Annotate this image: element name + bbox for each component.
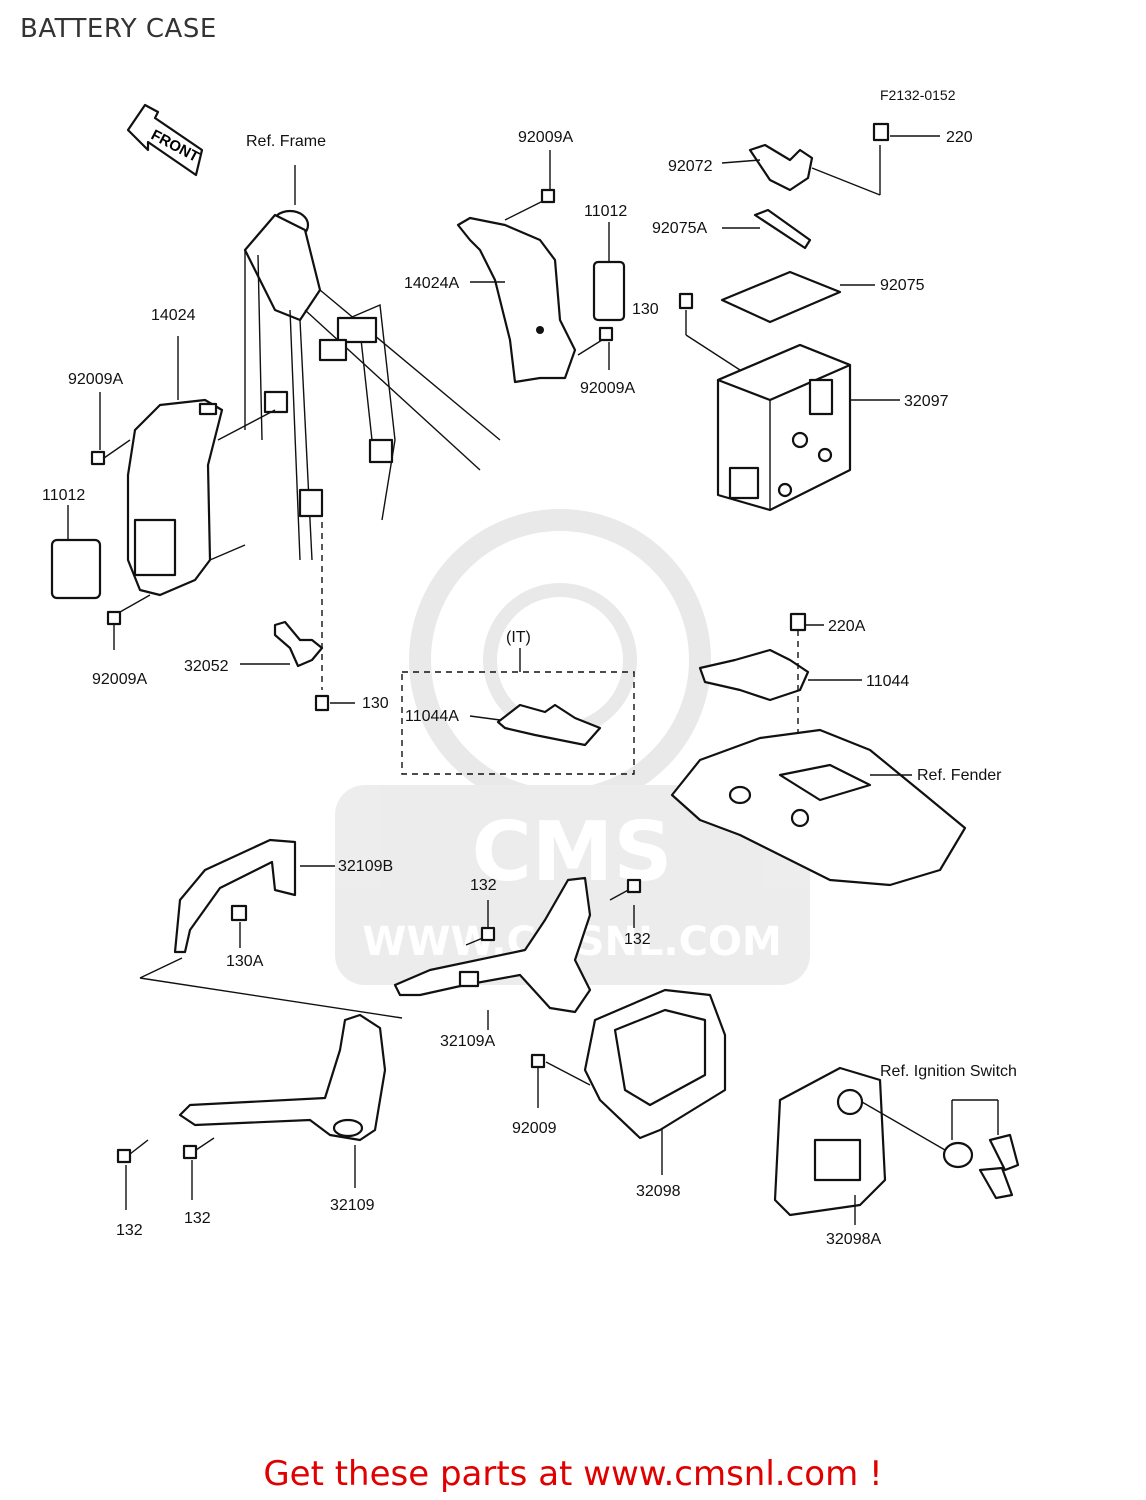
part-92072 (721, 143, 881, 196)
label-220a: 220A (828, 618, 866, 635)
label-11044: 11044 (866, 673, 909, 690)
part-92075 (720, 270, 875, 324)
label-132-d: 132 (184, 1210, 211, 1227)
label-32052: 32052 (184, 658, 229, 675)
bolt-92009a-left (90, 392, 131, 466)
part-32052 (240, 500, 324, 690)
label-92009a-mid: 92009A (580, 380, 635, 397)
bolt-220a (789, 612, 824, 632)
bolt-92009a-top (540, 150, 556, 204)
part-32098 (583, 988, 727, 1175)
frame-part (243, 165, 501, 561)
bolt-92009 (530, 1053, 591, 1108)
label-132-a: 132 (470, 877, 497, 894)
label-11012-left: 11012 (42, 487, 85, 504)
ignition-switch-part (942, 1099, 1020, 1200)
bolt-92009a-mid (598, 326, 614, 370)
it-group-label: (IT) (506, 629, 531, 646)
label-32098a: 32098A (826, 1231, 881, 1248)
bolt-132-c (116, 1139, 149, 1210)
label-ref-fender: Ref. Fender (917, 767, 1002, 784)
label-92009a-top: 92009A (518, 129, 573, 146)
bolt-130a (230, 904, 248, 948)
it-group-box (401, 671, 635, 775)
label-92075: 92075 (880, 277, 925, 294)
front-arrow-icon: FRONT (126, 103, 204, 177)
part-32098a (773, 1066, 946, 1225)
label-92075a: 92075A (652, 220, 707, 237)
label-11012-top: 11012 (584, 203, 627, 220)
label-92072: 92072 (668, 158, 713, 175)
footer-link[interactable]: Get these parts at www.cmsnl.com ! (263, 1454, 883, 1494)
bolt-130-top (678, 292, 741, 371)
bolt-130-mid (314, 694, 355, 712)
label-132-b: 132 (624, 931, 651, 948)
part-11044 (698, 630, 862, 740)
label-130-top: 130 (632, 301, 659, 318)
label-14024: 14024 (151, 307, 196, 324)
label-132-c: 132 (116, 1222, 143, 1239)
part-11012-left (50, 538, 102, 600)
part-32109 (178, 1013, 387, 1188)
label-32097: 32097 (904, 393, 949, 410)
bolt-132-a (465, 900, 496, 946)
part-32109b (173, 838, 335, 954)
part-92075a (722, 208, 812, 250)
label-220: 220 (946, 129, 973, 146)
bolt-92009a-bottom (106, 594, 151, 650)
label-32109a: 32109A (440, 1033, 495, 1050)
label-32109b: 32109B (338, 858, 393, 875)
bolt-220 (872, 122, 940, 142)
part-32109a (393, 876, 592, 1030)
label-130a: 130A (226, 953, 264, 970)
label-32109: 32109 (330, 1197, 375, 1214)
drawing-code: F2132-0152 (880, 87, 956, 103)
label-130-mid: 130 (362, 695, 389, 712)
part-14024 (126, 336, 276, 597)
bolt-132-b (609, 878, 642, 928)
label-92009a-left: 92009A (68, 371, 123, 388)
label-11044a: 11044A (405, 708, 459, 725)
label-ref-ignition-switch: Ref. Ignition Switch (880, 1063, 1017, 1080)
label-14024a: 14024A (404, 275, 459, 292)
part-14024a (456, 199, 603, 384)
part-11044a (469, 703, 602, 747)
page-title: BATTERY CASE (20, 14, 217, 44)
label-92009a-bottom: 92009A (92, 671, 147, 688)
label-ref-frame: Ref. Frame (246, 133, 326, 150)
fender-part (670, 728, 967, 887)
bolt-132-d (182, 1137, 215, 1200)
label-92009: 92009 (512, 1120, 557, 1137)
part-11012-top (592, 260, 626, 322)
part-32097 (716, 343, 900, 512)
label-32098: 32098 (636, 1183, 681, 1200)
